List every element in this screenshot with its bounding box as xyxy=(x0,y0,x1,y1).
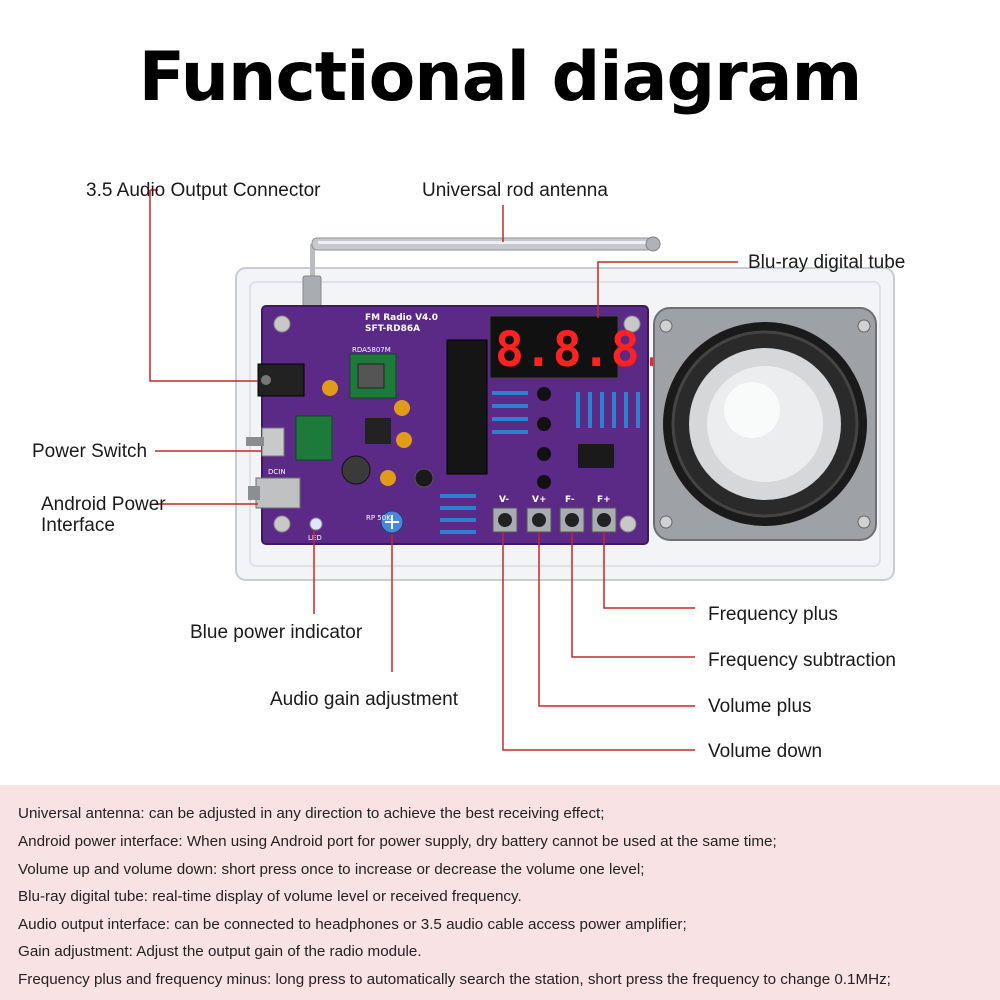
button-label-v-plus: V+ xyxy=(532,495,547,505)
chip-label: RDA5807M xyxy=(352,346,391,354)
pot-label: RP 50K xyxy=(366,514,391,522)
potentiometer: RP 50K xyxy=(366,510,404,534)
page-title: Functional diagram xyxy=(138,38,863,117)
pcb-model-line1: FM Radio V4.0 xyxy=(365,313,438,323)
note-audio-output: Audio output interface: can be connected… xyxy=(18,916,687,933)
note-gain: Gain adjustment: Adjust the output gain … xyxy=(18,943,422,960)
label-frequency-plus: Frequency plus xyxy=(708,604,838,625)
button-volume-plus: V+ xyxy=(526,495,552,533)
pcb-model-line2: SFT-RD86A xyxy=(365,324,420,334)
transistors xyxy=(537,387,551,489)
button-frequency-minus: F- xyxy=(559,495,585,533)
audio-jack xyxy=(257,363,305,397)
note-android-power: Android power interface: When using Andr… xyxy=(18,833,777,850)
label-android-power-line1: Android Power xyxy=(41,494,166,515)
resistors xyxy=(440,391,640,534)
radio-module: RDA5807M xyxy=(349,346,397,399)
power-switch xyxy=(246,427,285,457)
capacitors xyxy=(322,380,434,488)
button-frequency-plus: F+ xyxy=(591,495,617,533)
label-audio-gain-adjustment: Audio gain adjustment xyxy=(270,689,459,710)
shift-register-chip xyxy=(578,444,614,468)
label-volume-plus: Volume plus xyxy=(708,696,812,717)
note-antenna: Universal antenna: can be adjusted in an… xyxy=(18,805,605,822)
button-volume-down: V- xyxy=(492,495,518,533)
speaker xyxy=(653,307,877,541)
notes-panel: Universal antenna: can be adjusted in an… xyxy=(0,785,1000,1000)
product-illustration: FM Radio V4.0 SFT-RD86A 8.8.8.8 RDA5807M xyxy=(149,189,895,751)
regulator-module xyxy=(295,415,333,461)
note-frequency: Frequency plus and frequency minus: long… xyxy=(18,971,891,988)
note-volume: Volume up and volume down: short press o… xyxy=(18,861,645,878)
label-blu-ray-digital-tube: Blu-ray digital tube xyxy=(748,252,906,273)
amp-chip xyxy=(365,418,391,444)
label-volume-down: Volume down xyxy=(708,741,823,762)
label-power-switch: Power Switch xyxy=(32,441,148,462)
android-power-port: DCIN xyxy=(248,468,301,509)
note-digital-tube: Blu-ray digital tube: real-time display … xyxy=(18,888,522,905)
callout-lines xyxy=(149,189,738,751)
label-frequency-subtraction: Frequency subtraction xyxy=(708,650,896,671)
dcin-label: DCIN xyxy=(268,468,286,476)
antenna xyxy=(302,236,661,307)
label-android-power-line2: Interface xyxy=(41,515,115,536)
mcu-chip xyxy=(446,339,488,475)
led-label: LED xyxy=(308,534,322,542)
label-blue-power-indicator: Blue power indicator xyxy=(190,622,363,643)
button-label-v-minus: V- xyxy=(499,495,509,505)
button-label-f-minus: F- xyxy=(565,495,575,505)
label-universal-rod-antenna: Universal rod antenna xyxy=(422,180,608,201)
button-label-f-plus: F+ xyxy=(597,495,611,505)
led: LED xyxy=(308,517,323,542)
label-audio-output-connector: 3.5 Audio Output Connector xyxy=(86,180,321,201)
